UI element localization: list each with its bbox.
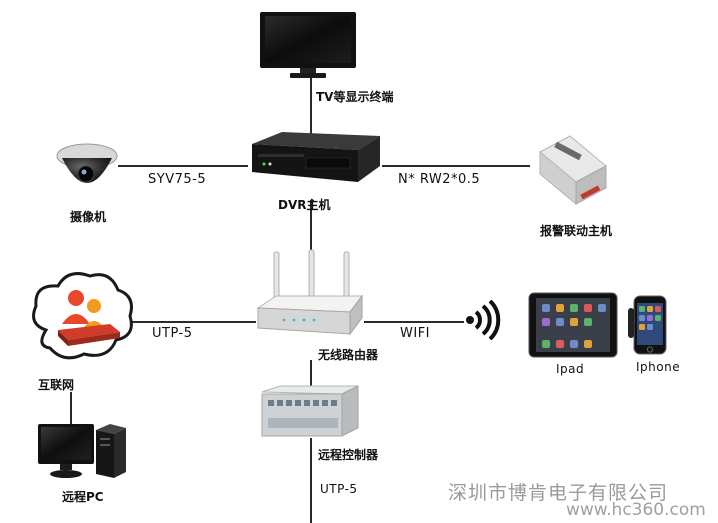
wire-dvr-alarm <box>382 165 530 167</box>
remote-pc-label: 远程PC <box>62 490 104 504</box>
internet-cloud-icon <box>28 268 136 366</box>
edge-label-controller-down: UTP-5 <box>320 482 358 496</box>
wireless-router-icon <box>254 248 366 344</box>
dvr-icon <box>246 130 384 188</box>
wire-camera-dvr <box>118 165 248 167</box>
ipad-icon <box>528 292 618 358</box>
dvr-label: DVR主机 <box>278 198 331 212</box>
edge-label-camera-dvr: SYV75-5 <box>148 172 207 187</box>
controller-label: 远程控制器 <box>318 448 379 462</box>
iphone-icon <box>626 294 672 356</box>
wire-dvr-router <box>310 200 312 250</box>
edge-label-dvr-alarm: N* RW2*0.5 <box>398 172 481 187</box>
camera-label: 摄像机 <box>70 210 107 224</box>
internet-label: 互联网 <box>38 378 75 392</box>
wire-internet-pc <box>70 392 72 424</box>
tv-label: TV等显示终端 <box>316 90 394 104</box>
alarm-host-label: 报警联动主机 <box>540 224 613 238</box>
router-label: 无线路由器 <box>318 348 379 362</box>
watermark-url: www.hc360.com <box>566 500 706 520</box>
tv-icon <box>258 10 358 80</box>
ipad-label: Ipad <box>556 362 585 376</box>
remote-pc-icon <box>36 420 128 482</box>
remote-controller-icon <box>258 384 362 440</box>
wire-router-wifi <box>364 321 464 323</box>
wire-router-controller <box>310 360 312 388</box>
edge-label-internet-router: UTP-5 <box>152 326 193 341</box>
wire-controller-down <box>310 438 312 523</box>
watermark-company: 深圳市博肯电子有限公司 <box>448 482 669 504</box>
edge-label-router-wifi: WIFI <box>400 326 430 341</box>
iphone-label: Iphone <box>636 360 681 374</box>
camera-icon <box>52 138 122 202</box>
alarm-host-icon <box>536 132 610 208</box>
wifi-signal-icon <box>462 299 506 341</box>
wire-tv-dvr <box>310 76 312 138</box>
wire-internet-router <box>132 321 256 323</box>
